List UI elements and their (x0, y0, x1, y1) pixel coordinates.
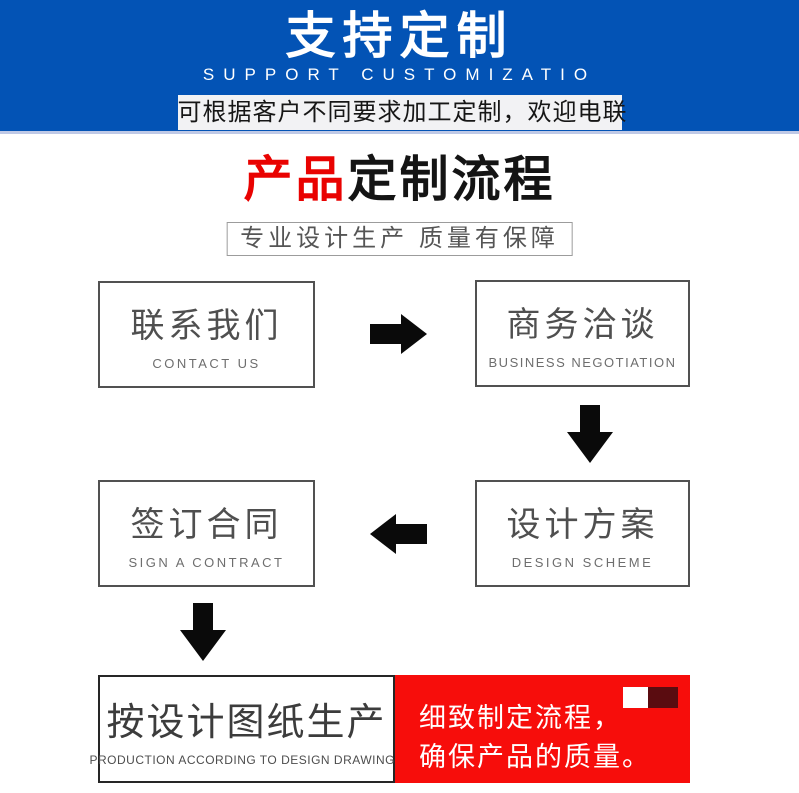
arrow-down-icon (567, 405, 613, 463)
section-title-red: 产品 (243, 153, 348, 207)
section-title-black: 定制流程 (347, 153, 556, 207)
step-sign-contract-caption: SIGN A CONTRACT (128, 555, 285, 570)
step-sign-contract: 签订合同 SIGN A CONTRACT (98, 480, 315, 587)
note-line-1: 细致制定流程， (419, 703, 622, 733)
step-business-negotiation: 商务洽谈 BUSINESS NEGOTIATION (475, 280, 690, 387)
step-contact-us-label: 联系我们 (130, 307, 283, 345)
step-design-scheme-label: 设计方案 (506, 506, 659, 544)
step-contact-us-caption: CONTACT US (152, 356, 261, 371)
step-business-negotiation-label: 商务洽谈 (506, 306, 659, 344)
step-business-negotiation-caption: BUSINESS NEGOTIATION (488, 355, 677, 370)
arrow-down-icon (180, 603, 226, 661)
arrow-left-icon (370, 514, 427, 554)
step-design-scheme: 设计方案 DESIGN SCHEME (475, 480, 690, 587)
step-production-label: 按设计图纸生产 (106, 702, 387, 744)
step-sign-contract-label: 签订合同 (130, 506, 283, 544)
step-contact-us: 联系我们 CONTACT US (98, 281, 315, 388)
section-title: 产品定制流程 (0, 152, 799, 208)
step-design-scheme-caption: DESIGN SCHEME (511, 555, 654, 570)
banner-subtitle: SUPPORT CUSTOMIZATIO (202, 65, 597, 84)
tagline-text: 专业设计生产 质量有保障 (240, 225, 559, 252)
tagline-box: 专业设计生产 质量有保障 (226, 222, 573, 256)
banner-strip: 可根据客户不同要求加工定制，欢迎电联 (177, 95, 627, 130)
arrow-right-icon (370, 314, 427, 354)
decor-square-white (623, 687, 648, 708)
note-text: 细致制定流程， 确保产品的质量。 (395, 675, 690, 777)
step-production-caption: PRODUCTION ACCORDING TO DESIGN DRAWINGS (89, 753, 404, 767)
banner: 支持定制 SUPPORT CUSTOMIZATIO 可根据客户不同要求加工定制，… (0, 0, 799, 134)
note-box: 细致制定流程， 确保产品的质量。 (395, 675, 690, 783)
decor-square-dark (648, 687, 678, 708)
step-production: 按设计图纸生产 PRODUCTION ACCORDING TO DESIGN D… (90, 675, 403, 783)
note-line-2: 确保产品的质量。 (419, 742, 651, 772)
banner-title: 支持定制 (285, 8, 514, 64)
